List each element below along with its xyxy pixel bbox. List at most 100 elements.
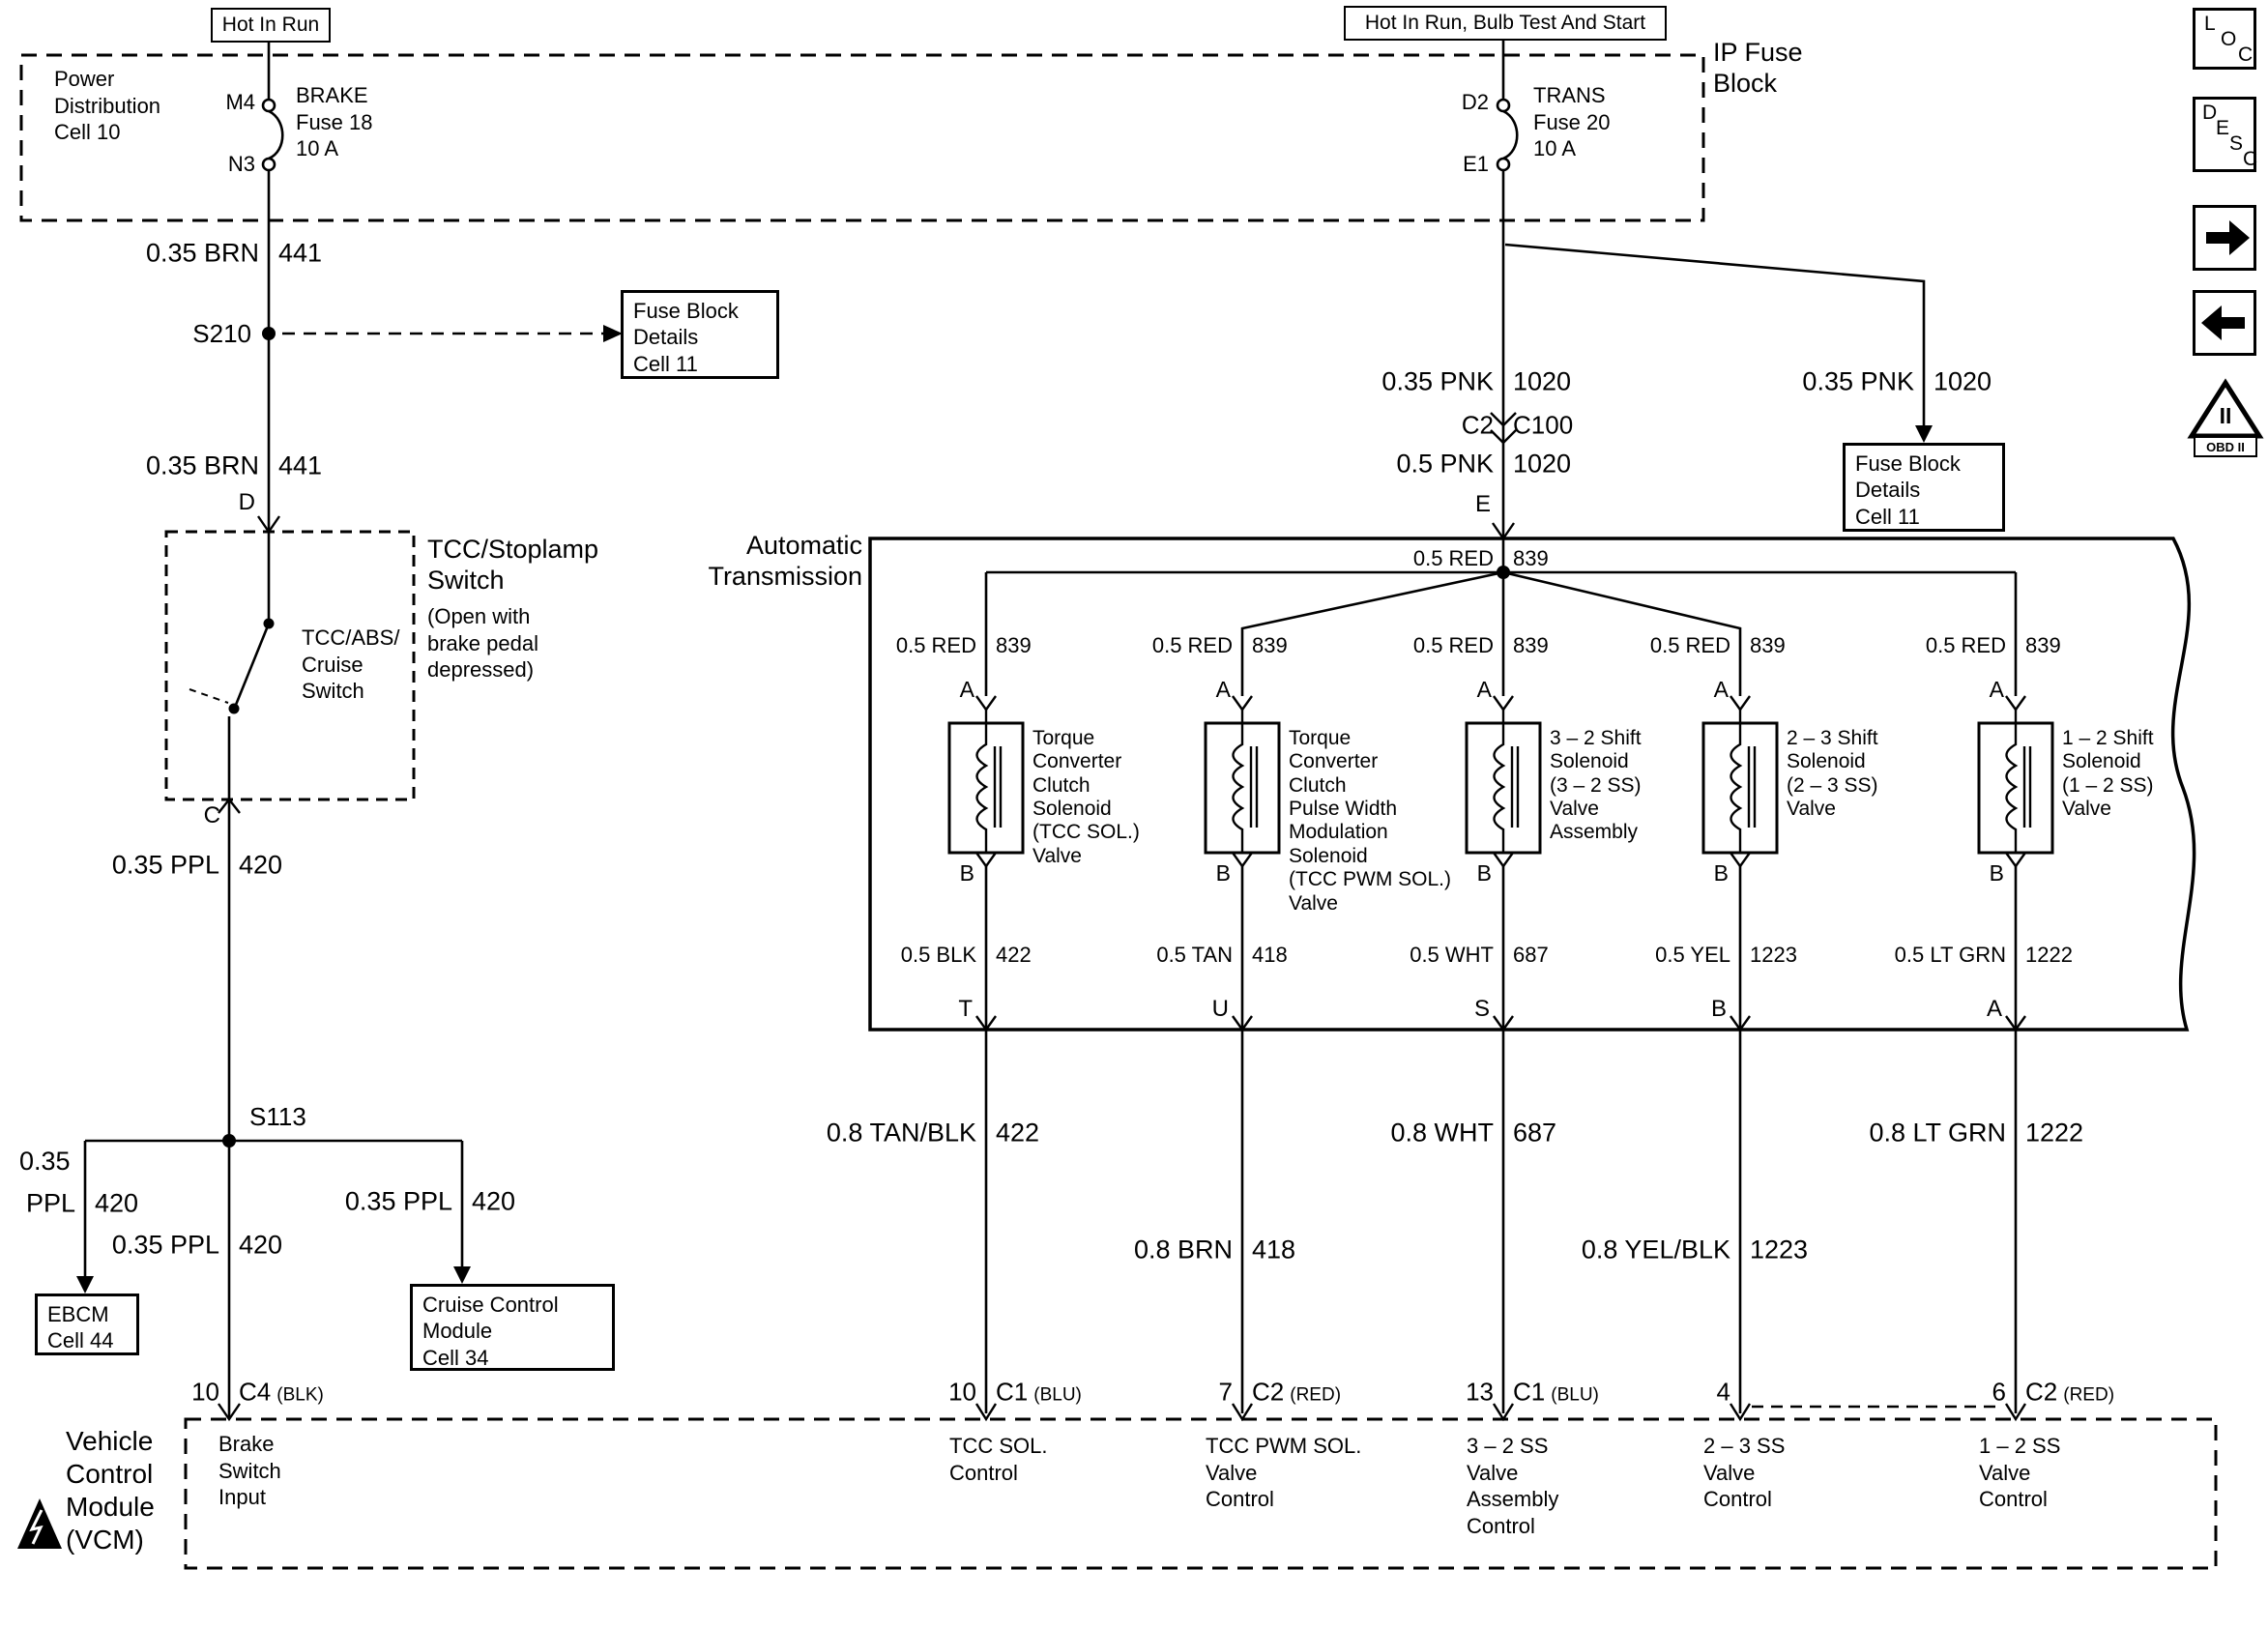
trans-fuse-label: TRANS Fuse 20 10 A [1533,83,1611,160]
terminal-c-label: C [203,802,220,829]
splice-s210-label: S210 [192,319,251,348]
terminal-b-4: B [1713,860,1729,886]
terminal-a-4: A [1713,677,1729,702]
loc-letter-o: O [2221,28,2237,50]
c100-connector-chevron-top [1490,412,1517,427]
solenoid-label-1-2: 1 – 2 Shift Solenoid (1 – 2 SS) Valve [2062,727,2154,821]
banner-hot-in-run: Hot In Run [211,8,331,43]
cruise-control-box: Cruise Control Module Cell 34 [410,1284,615,1371]
solenoid-label-tcc: Torque Converter Clutch Solenoid (TCC SO… [1032,727,1140,867]
arrowhead-ebcm [76,1276,94,1294]
desc-letter-s: S [2229,132,2244,155]
terminal-b-1: B [959,860,974,886]
solenoid-symbol-1-2 [1977,694,2054,1421]
fuse-block-details-box-right: Fuse Block Details Cell 11 [1843,443,2005,532]
splice-s210-dot [262,327,276,340]
switch-contact-top [263,618,275,629]
automatic-transmission-title: Automatic Transmission [708,531,862,592]
splice-s113-label: S113 [249,1102,306,1131]
terminal-b-3: B [1476,860,1492,886]
switch-note: (Open with brake pedal depressed) [427,604,538,682]
nav-forward-arrow-icon [2206,220,2250,255]
splices-and-arrowheads [76,325,1933,1294]
brake-fuse-element [268,109,284,160]
case-terminal-s: S [1473,996,1490,1022]
solenoid-symbol-tcc-pwm [1204,694,1281,1421]
banner-hot-in-run-bulb: Hot In Run, Bulb Test And Start [1344,6,1667,41]
terminal-a-5: A [1989,677,2004,702]
switch-title: TCC/Stoplamp Switch [427,535,599,596]
terminal-a-1: A [959,677,974,702]
arrowhead-s210-details [603,325,623,342]
loc-letter-l: L [2204,13,2216,35]
vcm-title: Vehicle Control Module (VCM) [66,1426,155,1555]
trans-fuse-pin-e1: E1 [1463,152,1489,176]
desc-letter-c: C [2243,148,2258,170]
c100-connector-chevron-bottom [1490,429,1517,445]
terminal-b-2: B [1215,860,1231,886]
arrowhead-cruise [453,1266,471,1284]
dashed-outlines [19,53,2218,1570]
vcm-outline [184,1417,2218,1570]
loc-box[interactable]: L O C [2193,8,2256,70]
solenoid-symbol-3-2 [1465,694,1542,1421]
terminal-c-chevron [218,798,241,814]
fuse-block-details-box-left: Fuse Block Details Cell 11 [621,290,779,379]
terminal-d-chevron [257,515,280,535]
nav-back-arrow-icon [2201,305,2245,340]
brake-fuse-label: BRAKE Fuse 18 10 A [296,83,373,160]
case-terminal-b: B [1710,996,1727,1022]
automatic-transmission-outline [868,537,2196,1032]
trans-fuse-element [1502,109,1519,160]
vcm-brake-switch-input-label: Brake Switch Input [218,1432,281,1509]
terminal-d-label: D [238,489,255,515]
vcm-label-1-2: 1 – 2 SS Valve Control [1979,1434,2061,1511]
desc-box[interactable]: D E S C [2193,97,2258,172]
switch-blade [234,623,271,706]
desc-letter-d: D [2202,102,2218,124]
switch-contact-bottom [228,703,240,714]
trans-fuse-pin-d2: D2 [1461,90,1489,114]
nav-forward-box[interactable] [2193,205,2256,271]
tcc-stoplamp-switch-outline [164,530,416,801]
power-distribution-note: Power Distribution Cell 10 [54,67,161,144]
terminal-a-2: A [1215,677,1231,702]
esd-warning-icon [17,1498,62,1549]
ip-fuse-block-title: IP Fuse Block [1713,38,1803,99]
vcm-brake-chevron [218,1403,241,1422]
fuse-terminals [261,98,1511,172]
ip-fuse-block-outline [19,53,1705,222]
solenoid-label-3-2: 3 – 2 Shift Solenoid (3 – 2 SS) Valve As… [1550,727,1642,844]
case-terminal-u: U [1211,996,1229,1022]
vcm-label-3-2: 3 – 2 SS Valve Assembly Control [1467,1434,1559,1538]
obd-numeral: II [2219,403,2232,428]
vcm-label-tcc-pwm: TCC PWM SOL. Valve Control [1206,1434,1362,1511]
switch-label: TCC/ABS/ Cruise Switch [302,625,400,703]
case-terminal-a: A [1986,996,2002,1022]
nav-back-box[interactable] [2193,290,2256,356]
solenoid-symbol-2-3 [1701,694,1779,1421]
brake-fuse-pin-n3: N3 [227,152,255,176]
solenoid-symbol-tcc [947,694,1025,1421]
loc-letter-c: C [2238,44,2253,66]
vcm-label-2-3: 2 – 3 SS Valve Control [1703,1434,1786,1511]
terminal-e-label: E [1474,491,1491,517]
switch-linkage-dashed [189,688,229,704]
pnk-branch-wire [1504,243,1926,425]
arrowhead-fuse-details [1915,425,1933,443]
wire-label-ppl-ebcm-gauge: 0.35 [19,1147,71,1176]
vcm-label-tcc-sol: TCC SOL. Control [949,1434,1048,1485]
terminal-b-5: B [1989,860,2004,886]
dashed-links [189,332,1999,1409]
ebcm-box: EBCM Cell 44 [35,1294,139,1355]
terminal-a-3: A [1476,677,1492,702]
desc-letter-e: E [2216,117,2230,139]
solenoid-label-tcc-pwm: Torque Converter Clutch Pulse Width Modu… [1289,727,1451,915]
red-bus-junction-dot [1497,566,1510,579]
solenoid-label-2-3: 2 – 3 Shift Solenoid (2 – 3 SS) Valve [1787,727,1878,821]
brake-fuse-pin-m4: M4 [225,90,255,114]
case-terminal-t: T [958,996,973,1022]
splice-s113-dot [222,1134,236,1148]
